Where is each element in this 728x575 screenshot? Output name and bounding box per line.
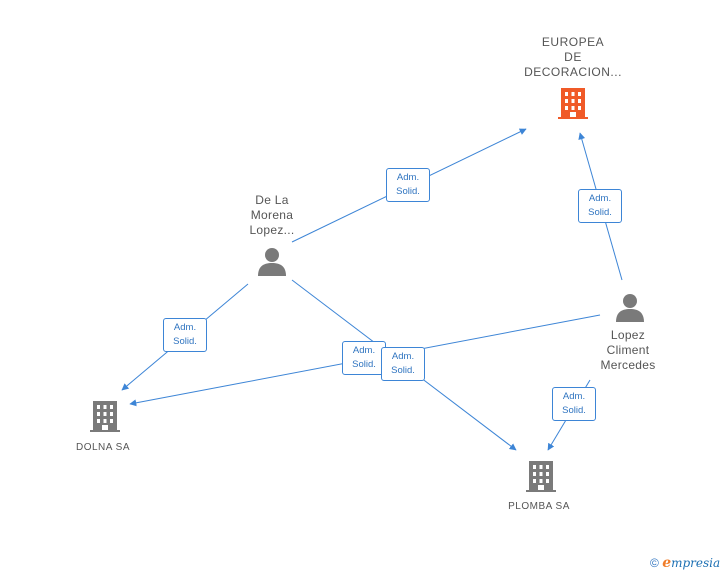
person-icon[interactable] <box>257 246 287 276</box>
node-label-plomba[interactable]: PLOMBA SA <box>494 499 584 514</box>
relation-badge-climent-plomba[interactable]: Adm. Solid. <box>552 387 596 421</box>
node-label-line: Morena <box>250 208 294 222</box>
node-label-lopez-climent[interactable]: Lopez Climent Mercedes <box>588 328 668 373</box>
badge-line: Adm. <box>352 345 376 356</box>
node-label-dolna[interactable]: DOLNA SA <box>58 440 148 455</box>
badge-line: Solid. <box>352 359 376 370</box>
badge-line: Solid. <box>396 186 420 197</box>
node-label-line: EUROPEA <box>541 35 605 49</box>
copyright-symbol: © <box>650 556 659 570</box>
relation-badge-morena-plomba[interactable]: Adm. Solid. <box>381 347 425 381</box>
badge-line: Solid. <box>562 405 586 416</box>
node-label-line: DECORACION... <box>524 65 622 79</box>
node-label-line: PLOMBA SA <box>508 501 570 512</box>
brand-rest: mpresia <box>671 556 721 570</box>
node-label-line: Lopez... <box>249 223 295 237</box>
building-icon[interactable] <box>525 459 557 493</box>
node-label-line: Lopez <box>610 328 646 342</box>
node-label-line: DOLNA SA <box>75 442 131 453</box>
relation-badge-climent-dolna[interactable]: Adm. Solid. <box>342 341 386 375</box>
badge-line: Solid. <box>173 336 197 347</box>
node-label-de-la-morena[interactable]: De La Morena Lopez... <box>232 193 312 238</box>
brand-logo: empresia <box>662 555 721 571</box>
node-label-line: DE <box>564 50 582 64</box>
node-label-line: Mercedes <box>600 358 656 372</box>
badge-line: Adm. <box>391 351 415 362</box>
node-label-line: De La <box>255 193 289 207</box>
person-icon[interactable] <box>615 292 645 322</box>
building-icon[interactable] <box>557 86 589 120</box>
badge-line: Adm. <box>562 391 586 402</box>
relation-badge-morena-dolna[interactable]: Adm. Solid. <box>163 318 207 352</box>
node-label-line: Climent <box>606 343 650 357</box>
badge-line: Solid. <box>391 365 415 376</box>
relation-badge-climent-europea[interactable]: Adm. Solid. <box>578 189 622 223</box>
badge-line: Adm. <box>588 193 612 204</box>
badge-line: Adm. <box>173 322 197 333</box>
node-label-europea[interactable]: EUROPEA DE DECORACION... <box>508 35 638 80</box>
building-icon[interactable] <box>89 399 121 433</box>
footer-credit: © empresia <box>650 555 720 571</box>
badge-line: Solid. <box>588 207 612 218</box>
badge-line: Adm. <box>396 172 420 183</box>
brand-initial: e <box>662 555 672 571</box>
relation-badge-morena-europea[interactable]: Adm. Solid. <box>386 168 430 202</box>
